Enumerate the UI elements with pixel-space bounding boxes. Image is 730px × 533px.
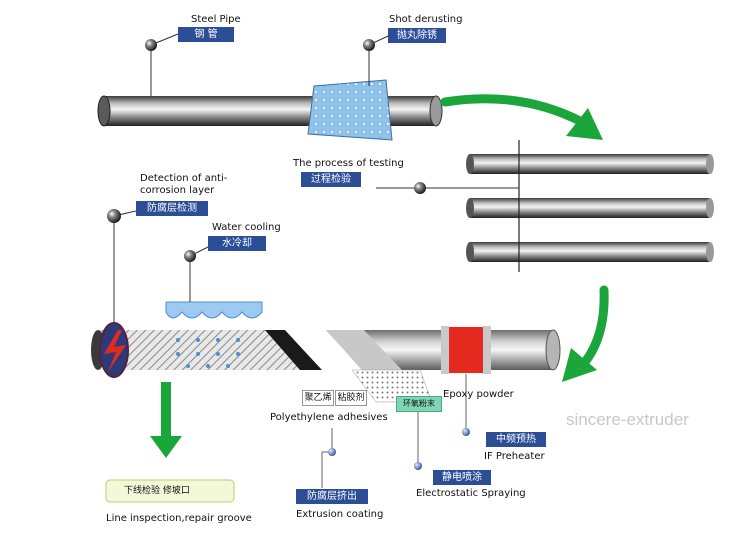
polyethylene-box: 聚乙烯 bbox=[302, 390, 334, 406]
down-arrow-head bbox=[150, 436, 182, 458]
shot-derusting-label: Shot derusting bbox=[389, 14, 463, 25]
water-cooling-spray bbox=[165, 301, 263, 368]
anticorrosion-label-line1: Detection of anti- bbox=[140, 173, 228, 184]
testing-label-cn: 过程检验 bbox=[301, 172, 361, 187]
steel-pipe-label: Steel Pipe bbox=[191, 14, 241, 25]
if-preheater-label-cn: 中频预热 bbox=[486, 432, 546, 447]
testing-label: The process of testing bbox=[293, 158, 404, 169]
electrostatic-marker bbox=[414, 462, 422, 470]
anticorrosion-marker bbox=[107, 209, 121, 223]
shot-derusting-label-cn: 抛丸除锈 bbox=[388, 28, 446, 43]
extrusion-label-cn: 防腐层挤出 bbox=[296, 489, 368, 504]
line-inspection-label: Line inspection,repair groove bbox=[106, 513, 252, 524]
epoxy-box: 环氧粉末 bbox=[396, 396, 442, 412]
polyethylene-adhesives-label: Polyethylene adhesives bbox=[270, 412, 388, 423]
shot-derusting-marker bbox=[363, 39, 375, 51]
water-cooling-label-cn: 水冷却 bbox=[208, 236, 266, 251]
if-preheater-label: IF Preheater bbox=[484, 451, 545, 462]
inspection-ring bbox=[99, 322, 129, 378]
electrostatic-label-cn: 静电喷涂 bbox=[433, 470, 491, 485]
process-arrow-right bbox=[440, 94, 587, 127]
water-cooling-label: Water cooling bbox=[212, 222, 281, 233]
adhesive-box: 粘胶剂 bbox=[335, 390, 367, 406]
extrusion-label: Extrusion coating bbox=[296, 509, 384, 520]
water-cooling-marker bbox=[184, 250, 196, 262]
down-arrow-shaft bbox=[161, 382, 171, 438]
if-preheater-marker bbox=[462, 428, 470, 436]
steel-pipe-label-cn: 钢 管 bbox=[178, 27, 234, 42]
shot-derusting-chamber bbox=[307, 79, 393, 141]
epoxy-powder-label: Epoxy powder bbox=[443, 389, 514, 400]
process-arrow-down bbox=[575, 285, 609, 373]
extrusion-marker bbox=[328, 448, 336, 456]
line-inspection-label-cn: 下线检验 修坡口 bbox=[124, 486, 190, 496]
steel-pipe-marker bbox=[145, 39, 157, 51]
electrostatic-label: Electrostatic Spraying bbox=[416, 488, 526, 499]
anticorrosion-label-cn: 防腐层检测 bbox=[136, 201, 208, 216]
testing-pipes bbox=[466, 140, 714, 272]
if-preheater-coil bbox=[449, 327, 483, 373]
inspection-box bbox=[105, 479, 235, 503]
watermark: sincere-extruder bbox=[566, 410, 689, 429]
anticorrosion-label-line2: corrosion layer bbox=[140, 185, 215, 196]
testing-marker bbox=[414, 182, 426, 194]
